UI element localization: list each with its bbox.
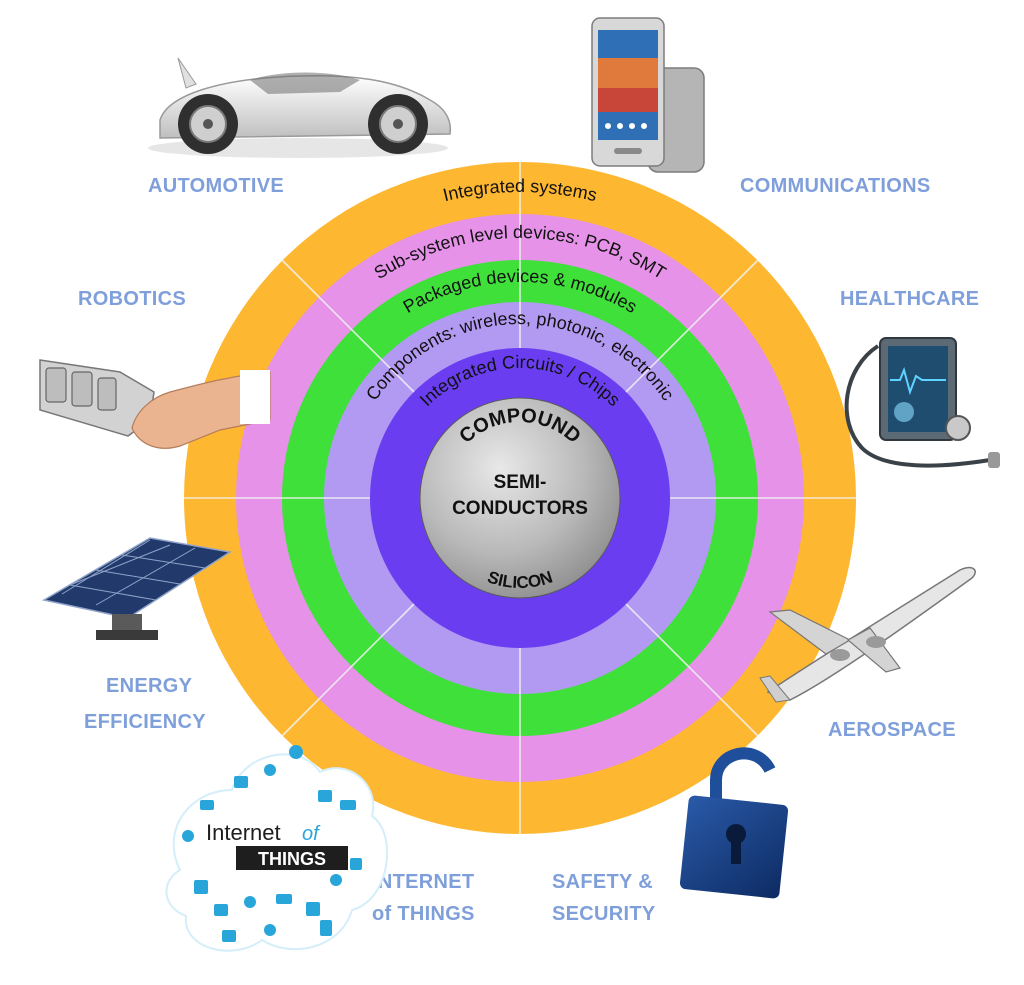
label-safety-line1: SAFETY & xyxy=(552,871,653,893)
core-label-conductors: CONDUCTORS xyxy=(452,498,588,519)
iot-word-of: of xyxy=(302,823,321,845)
ring-stack xyxy=(184,162,856,834)
application-labels: AUTOMOTIVE COMMUNICATIONS ROBOTICS HEALT… xyxy=(78,175,979,925)
label-energy-line1: ENERGY xyxy=(106,675,193,697)
label-iot-line1: INTERNET xyxy=(372,871,474,893)
airplane-icon xyxy=(759,566,976,703)
label-robotics: ROBOTICS xyxy=(78,288,186,310)
core-label-semi: SEMI- xyxy=(494,472,547,493)
label-communications: COMMUNICATIONS xyxy=(740,175,930,197)
robot-hand-icon xyxy=(39,359,271,449)
iot-word-internet: Internet xyxy=(206,820,281,845)
label-aerospace: AEROSPACE xyxy=(828,719,956,741)
core-circle xyxy=(419,397,621,599)
label-safety-line2: SECURITY xyxy=(552,903,656,925)
iot-cloud-icon: Internet of THINGS xyxy=(165,745,389,952)
label-healthcare: HEALTHCARE xyxy=(840,288,979,310)
tablet-stethoscope-icon xyxy=(844,337,1000,468)
iot-word-things: THINGS xyxy=(258,849,326,869)
smartphone-icon xyxy=(591,17,705,173)
solar-panel-icon xyxy=(41,537,233,640)
car-icon xyxy=(148,57,452,158)
label-energy-line2: EFFICIENCY xyxy=(84,711,206,733)
label-automotive: AUTOMOTIVE xyxy=(148,175,284,197)
padlock-icon xyxy=(679,747,789,899)
sector-dividers xyxy=(184,162,856,834)
label-iot-line2: of THINGS xyxy=(372,903,475,925)
